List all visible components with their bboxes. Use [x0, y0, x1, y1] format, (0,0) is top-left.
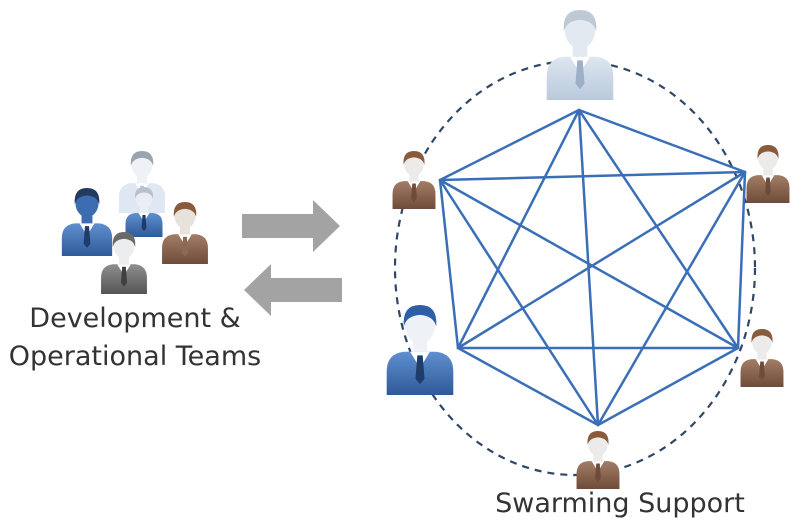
network-lines: [438, 108, 747, 427]
person-icon: [386, 305, 454, 395]
person-icon: [576, 431, 620, 489]
arrow-right-icon: [242, 200, 340, 252]
team-label-line2: Operational Teams: [8, 341, 262, 372]
swarm-label: Swarming Support: [495, 488, 745, 519]
person-icon: [162, 202, 208, 264]
arrow-left-icon: [244, 264, 342, 316]
person-icon: [746, 145, 790, 203]
person-icon: [546, 9, 614, 100]
team-group: [61, 151, 208, 294]
person-icon: [61, 188, 113, 256]
person-icon: [392, 151, 436, 209]
team-label-line1: Development &: [29, 303, 241, 334]
team-label: Development & Operational Teams: [0, 300, 270, 376]
person-icon: [740, 329, 784, 387]
